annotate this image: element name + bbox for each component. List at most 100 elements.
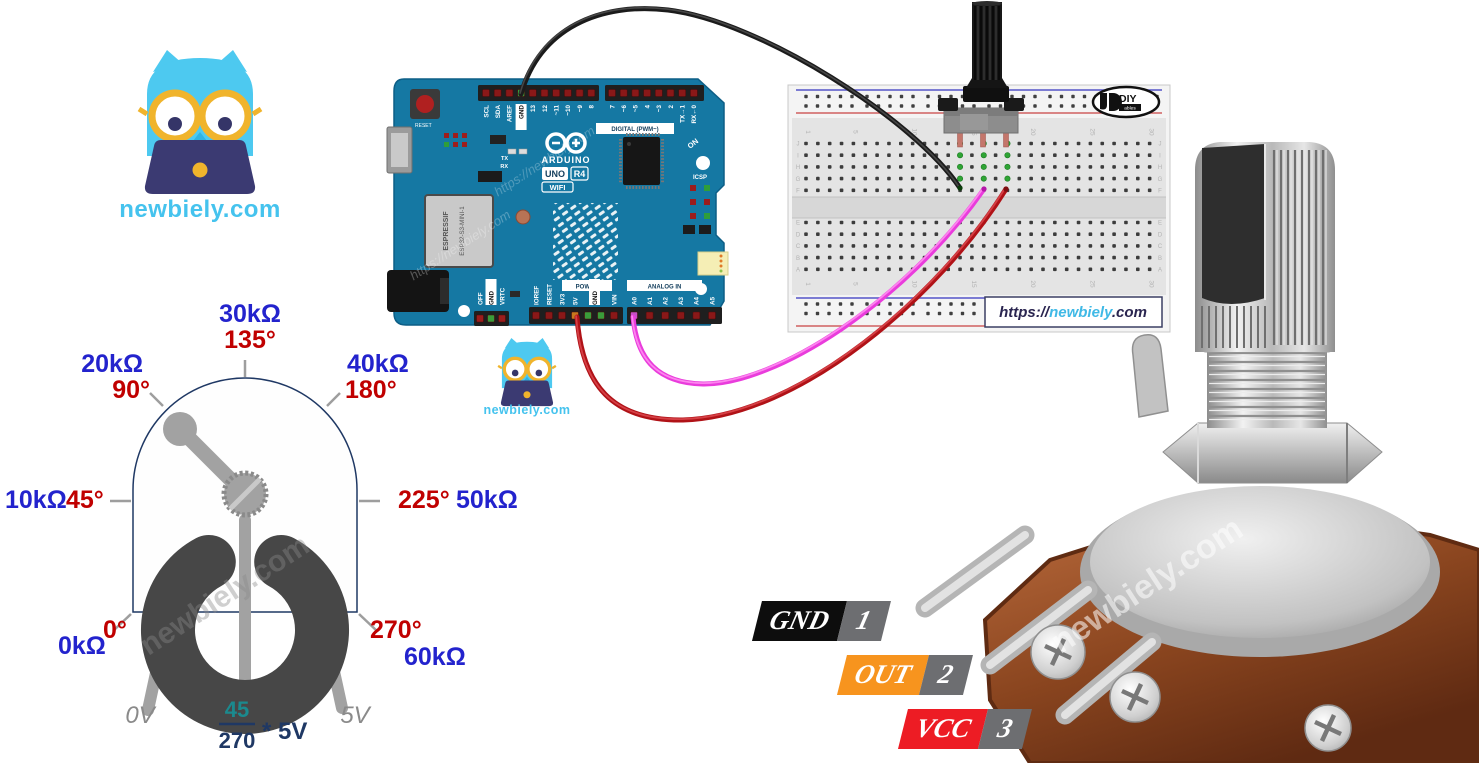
row-letter: E	[1158, 221, 1162, 227]
diyables-sub: ables	[1124, 106, 1136, 112]
digital-header-right	[605, 85, 704, 101]
a180: 180°	[345, 376, 397, 404]
reset-label: RESET	[415, 123, 432, 129]
r180: 40kΩ	[347, 350, 409, 378]
a0: 0°	[103, 616, 127, 644]
pin-label: ~9	[577, 105, 584, 113]
row-letter: B	[1158, 256, 1162, 262]
col-number: 25	[1088, 128, 1095, 136]
diy-text: DIY	[1119, 93, 1137, 105]
pot-shaft-knurling	[974, 6, 1000, 80]
pin-label: GND	[488, 291, 495, 305]
row-letter: D	[796, 232, 801, 238]
digital-label: DIGITAL (PWM~)	[611, 127, 658, 133]
row-letter: F	[1158, 189, 1162, 195]
col-number: 1	[804, 282, 811, 286]
pin-label: A0	[631, 296, 638, 305]
pin-label: RESET	[546, 284, 553, 305]
connected-hole	[1004, 163, 1011, 170]
pin-name: GND	[752, 601, 847, 641]
pot-pin-label-gnd: GND 1	[752, 601, 891, 641]
newbiely-logo	[95, 48, 305, 198]
barrel-jack-face	[440, 278, 449, 304]
newbiely-url: https://newbiely.com	[999, 304, 1147, 321]
uno-label: UNO	[545, 169, 565, 179]
anti-rotation-tab	[1131, 334, 1169, 418]
angle-ticks	[110, 360, 380, 632]
pin-label: ~6	[621, 105, 628, 113]
col-number: 30	[1148, 128, 1155, 136]
pin-label: A1	[647, 296, 654, 305]
connected-hole	[1004, 175, 1011, 182]
pin-number: 1	[836, 601, 891, 641]
icsp-label: ICSP	[693, 175, 707, 181]
connected-hole	[1004, 152, 1011, 159]
pin-label: ~11	[554, 105, 561, 116]
pin-label: GND	[518, 105, 525, 119]
pin-label: A4	[694, 296, 701, 305]
connected-hole	[980, 175, 987, 182]
barrel-jack	[387, 270, 449, 312]
wifi-label: WIFI	[550, 183, 566, 192]
col-number: 1	[804, 130, 811, 134]
photo-details	[915, 525, 1352, 752]
pin-label: SCL	[483, 105, 490, 118]
connected-hole	[980, 163, 987, 170]
connected-hole	[980, 152, 987, 159]
col-number: 25	[1088, 280, 1095, 288]
threaded-bushing	[1207, 345, 1327, 428]
col-number: 20	[1029, 128, 1036, 136]
row-letter: F	[796, 189, 800, 195]
espressif-connector	[697, 251, 729, 276]
pin-label: 8	[589, 105, 596, 109]
row-letter: C	[1158, 244, 1163, 250]
pin-label: 12	[542, 105, 549, 113]
r225: 50kΩ	[456, 486, 518, 514]
voltage-formula: 45 270 * 5V	[219, 697, 308, 753]
row-letter: C	[796, 244, 801, 250]
pin-label: ~10	[565, 105, 572, 116]
a270: 270°	[370, 616, 422, 644]
pin-label: IOREF	[533, 286, 540, 305]
analog-header	[627, 307, 722, 324]
a225: 225°	[398, 486, 450, 514]
pin-label: A3	[678, 296, 685, 305]
shaft-knurling	[1201, 150, 1327, 348]
pin-name: VCC	[898, 709, 988, 749]
dial-labels: 30kΩ 135° 20kΩ 90° 40kΩ 180° 10kΩ 45° 22…	[5, 300, 518, 671]
r4-label: R4	[574, 169, 586, 179]
r0: 0kΩ	[58, 632, 106, 660]
esp32-module	[424, 194, 494, 268]
mounting-hole	[458, 305, 470, 317]
reset-button-cap[interactable]	[416, 95, 434, 113]
mounting-hole	[696, 156, 710, 170]
row-letter: G	[1158, 177, 1163, 183]
a45: 45°	[66, 486, 104, 514]
pin-label: 7	[609, 105, 616, 109]
formula-denominator: 270	[219, 728, 256, 753]
hex-nut	[1162, 422, 1383, 484]
row-letter: B	[796, 256, 800, 262]
right-leg-voltage: 5V	[340, 702, 371, 729]
pin-name: OUT	[837, 655, 929, 695]
formula-numerator: 45	[225, 697, 249, 722]
pin-label: A5	[709, 296, 716, 305]
row-letter: G	[796, 177, 801, 183]
wiper-contact	[163, 412, 197, 446]
pot-shaft[interactable]	[972, 2, 1002, 80]
left-leg-voltage: 0V	[125, 702, 156, 729]
pin-label: 2	[668, 105, 675, 109]
metal-can	[1090, 486, 1430, 638]
newbiely-logo-small-text: newbiely.com	[483, 403, 571, 417]
pin-label: ~5	[633, 105, 640, 113]
row-letter: H	[796, 165, 800, 171]
col-number: 5	[851, 282, 858, 286]
potentiometer-photo: newbiely.com	[915, 142, 1479, 763]
pin-label: RX←0	[691, 105, 698, 124]
col-number: 5	[851, 130, 858, 134]
pin-label: VIN	[611, 294, 618, 305]
pin-label: 3V3	[559, 293, 566, 305]
row-letter: E	[796, 221, 800, 227]
esp-line1: ESPRESSIF	[443, 211, 450, 251]
wiper-hub-teeth	[221, 470, 269, 518]
